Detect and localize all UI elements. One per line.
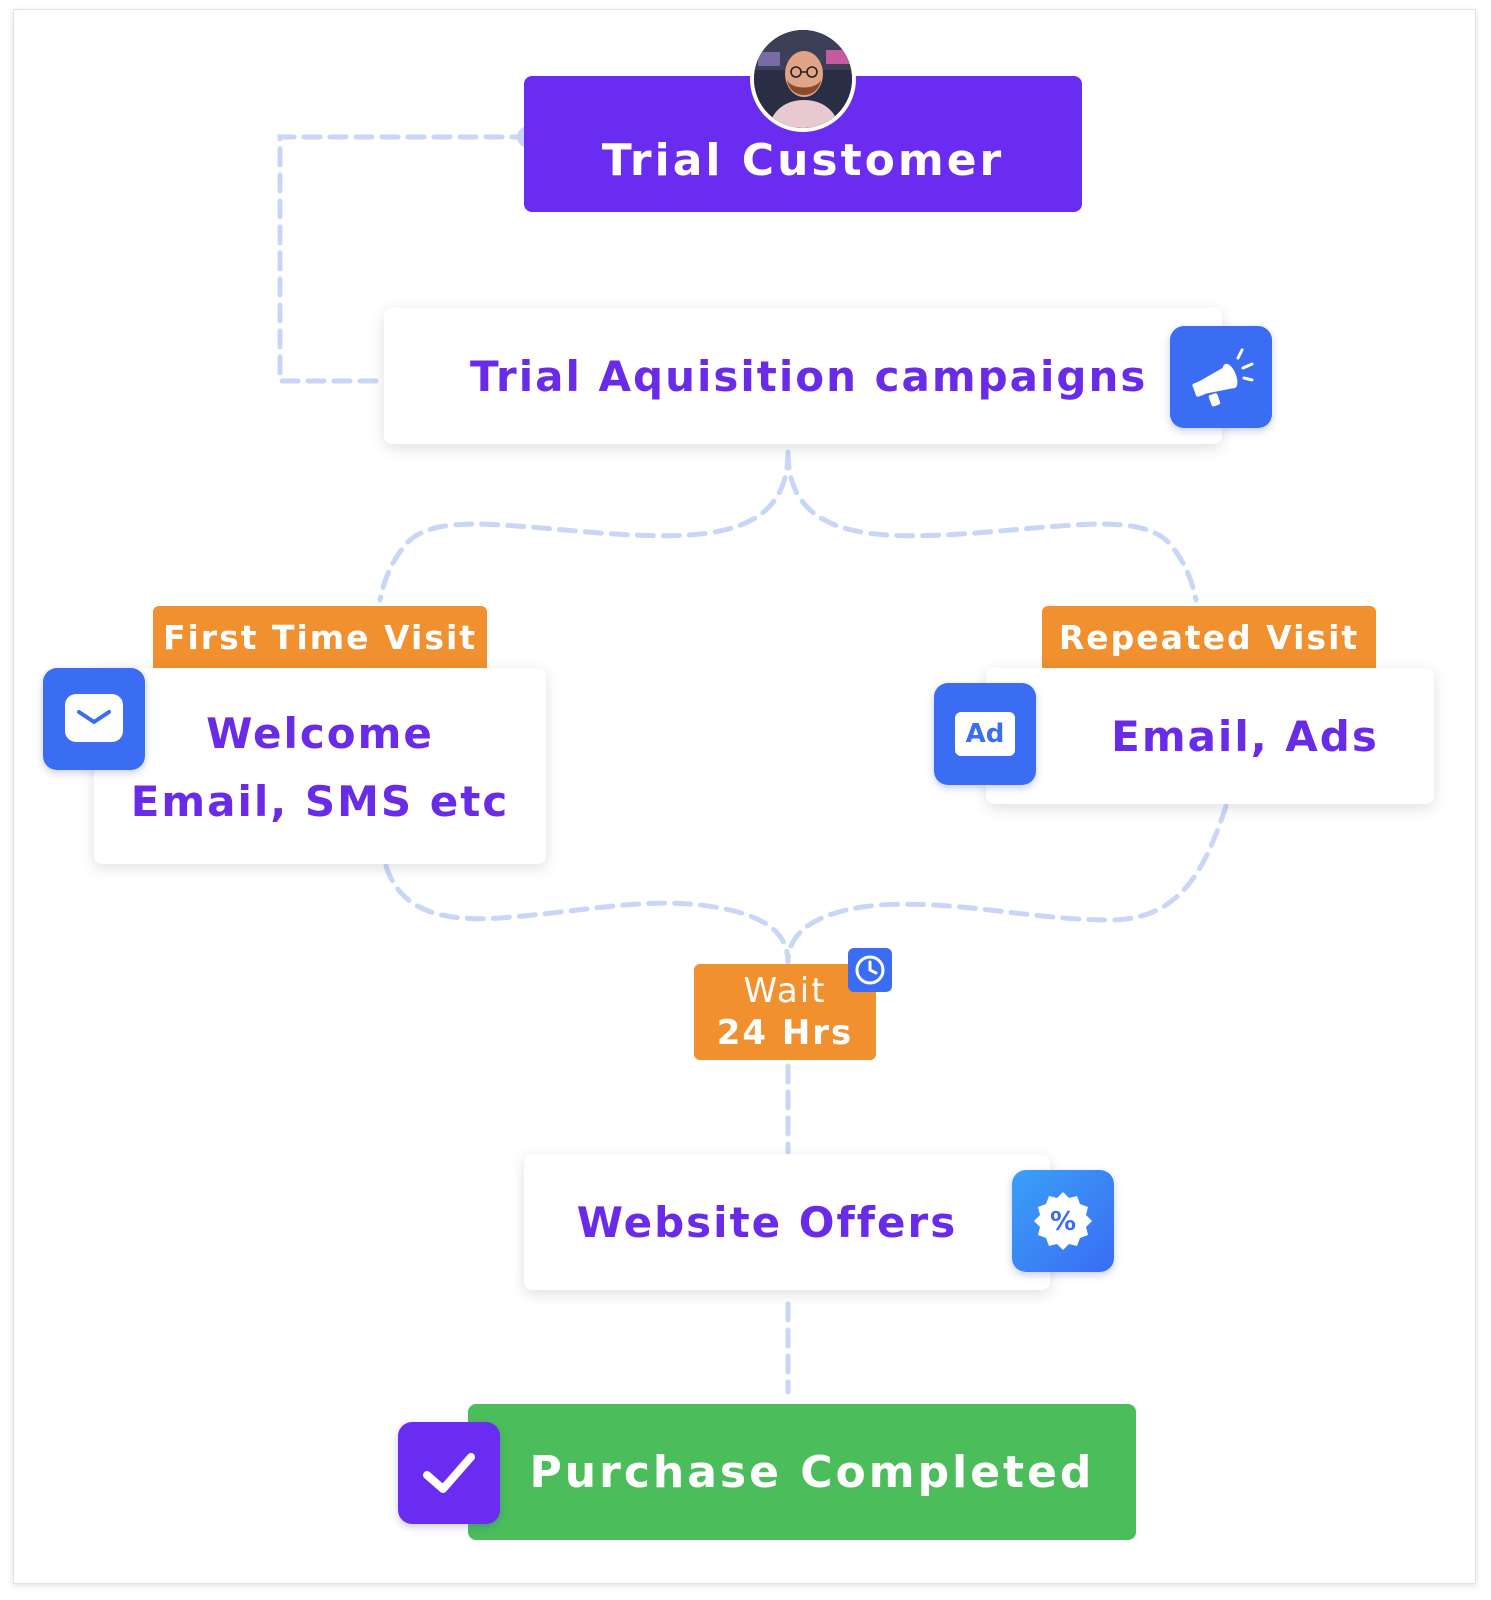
megaphone-icon (1170, 326, 1272, 428)
connector-first-visit-to-wait (383, 863, 791, 965)
repeated-visit-tag-label: Repeated Visit (1058, 617, 1360, 657)
trial-customer-label: Trial Customer (601, 135, 1005, 186)
repeated-visit-tag: Repeated Visit (1042, 606, 1376, 668)
discount-badge-text: % (1050, 1207, 1076, 1237)
connector-campaigns-to-repeat-visit (785, 449, 1199, 603)
first-time-visit-tag: First Time Visit (153, 606, 487, 668)
website-offers-label: Website Offers (576, 1197, 958, 1247)
welcome-line-2: Email, SMS etc (130, 777, 510, 826)
purchase-completed-label: Purchase Completed (529, 1446, 1095, 1498)
welcome-line-1: Welcome (206, 709, 434, 758)
connector-customer-to-campaigns (277, 134, 531, 384)
first-time-visit-tag-label: First Time Visit (162, 617, 478, 657)
wait-line-1: Wait (743, 971, 827, 1011)
purchase-completed-node[interactable]: Purchase Completed (468, 1404, 1136, 1540)
customer-avatar (750, 26, 856, 132)
connector-campaigns-to-first-visit (377, 449, 791, 603)
mail-icon (43, 668, 145, 770)
website-offers-node[interactable]: Website Offers (524, 1154, 1050, 1290)
wait-line-2: 24 Hrs (716, 1013, 854, 1053)
email-ads-node[interactable]: Email, Ads (986, 668, 1434, 804)
email-ads-label: Email, Ads (1111, 711, 1379, 761)
clock-icon (848, 948, 892, 992)
ad-icon: Ad (934, 683, 1036, 785)
acquisition-campaigns-label: Trial Aquisition campaigns (470, 351, 1148, 401)
connector-repeat-visit-to-wait (785, 803, 1229, 965)
discount-badge-icon: % (1012, 1170, 1114, 1272)
wait-node[interactable]: Wait 24 Hrs (694, 964, 876, 1060)
ad-icon-text: Ad (965, 719, 1005, 749)
checkmark-icon (398, 1422, 500, 1524)
acquisition-campaigns-node[interactable]: Trial Aquisition campaigns (384, 308, 1222, 444)
welcome-email-node[interactable]: Welcome Email, SMS etc (94, 668, 546, 864)
